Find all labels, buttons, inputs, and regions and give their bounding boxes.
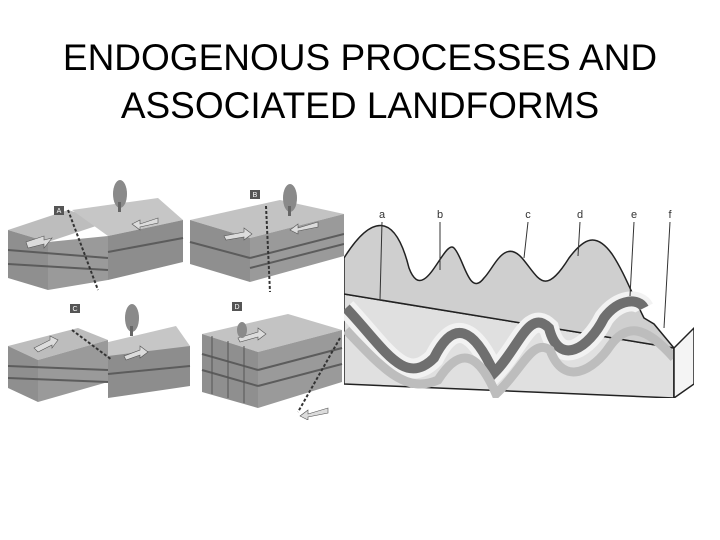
fold-label-f: f — [668, 209, 672, 221]
fault-label-a: A — [57, 208, 62, 215]
fault-block-d: D — [202, 302, 342, 420]
title-line-1: ENDOGENOUS PROCESSES AND — [0, 34, 720, 82]
fault-block-a: A — [8, 180, 183, 290]
fold-label-a: a — [379, 209, 386, 221]
fold-label-b: b — [437, 209, 443, 221]
title-line-2: ASSOCIATED LANDFORMS — [0, 82, 720, 130]
fold-diagram: a b c d e f — [344, 198, 694, 398]
fold-label-d: d — [577, 209, 583, 221]
fault-label-b: B — [253, 192, 258, 199]
fault-diagrams: A B C — [8, 180, 344, 420]
fault-block-c: C — [8, 304, 190, 402]
slide-title: ENDOGENOUS PROCESSES AND ASSOCIATED LAND… — [0, 34, 720, 130]
fold-label-c: c — [525, 209, 531, 221]
fault-label-d: D — [234, 304, 239, 311]
fault-label-c: C — [72, 306, 77, 313]
fold-label-e: e — [631, 209, 637, 221]
fault-block-b: B — [190, 184, 344, 292]
